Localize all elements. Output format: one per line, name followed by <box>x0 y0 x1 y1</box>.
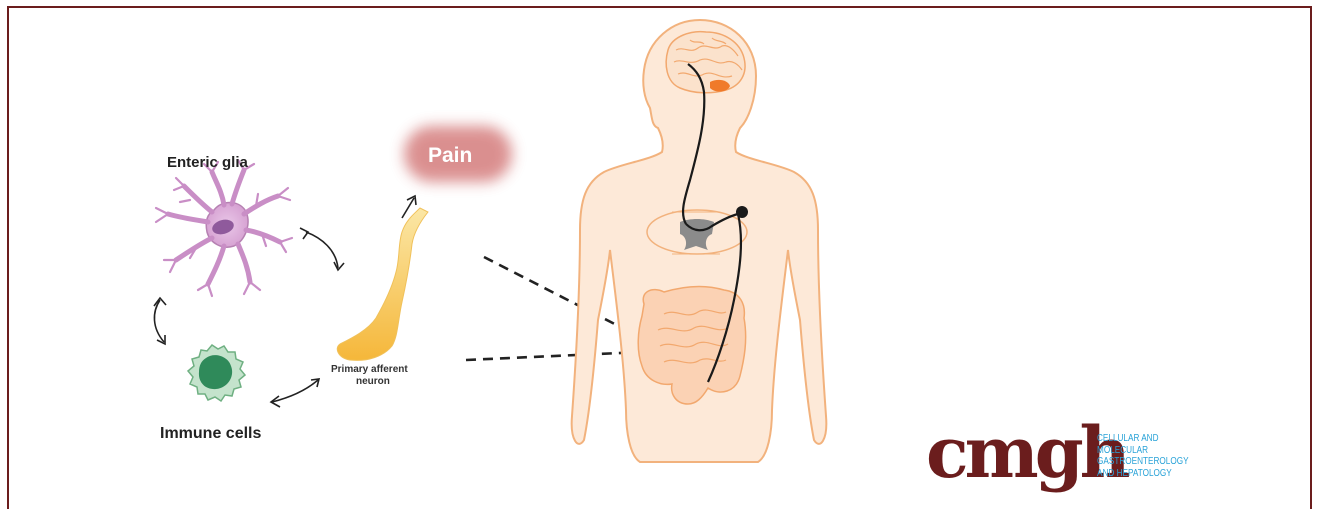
ganglion-dot <box>736 206 748 218</box>
enteric-glia-label: Enteric glia <box>167 154 249 171</box>
arrowhead <box>154 298 166 306</box>
tagline-line: GASTROENTEROLOGY <box>1097 456 1195 468</box>
primary-afferent-label-line1: Primary afferent <box>331 364 408 375</box>
tagline-line: AND HEPATOLOGY <box>1097 468 1195 480</box>
tagline-line: MOLECULAR <box>1097 445 1195 457</box>
callout-line-lower <box>466 352 642 360</box>
primary-afferent-neuron <box>337 208 428 360</box>
tagline-line: CELLULAR AND <box>1097 433 1195 445</box>
immune-neuron-arrow <box>272 380 318 402</box>
immune-cell <box>188 345 245 401</box>
arrowhead <box>300 228 308 239</box>
enteric-glia-cell <box>156 160 292 296</box>
pain-label: Pain <box>428 144 472 167</box>
arrowhead <box>334 262 344 270</box>
cmgh-logo-tagline: CELLULAR AND MOLECULAR GASTROENTEROLOGY … <box>1097 433 1195 479</box>
immune-cells-label: Immune cells <box>160 425 261 442</box>
glia-immune-arrow <box>154 300 164 342</box>
glia-neuron-arrow <box>306 232 338 268</box>
brain <box>666 32 745 93</box>
primary-afferent-label-line2: neuron <box>356 376 390 387</box>
